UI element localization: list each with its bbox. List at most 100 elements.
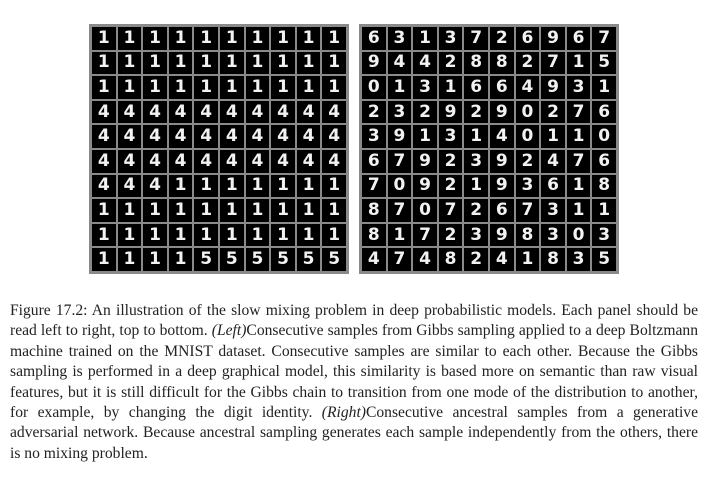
digit-sample: 1	[438, 76, 463, 99]
digit-sample: 1	[515, 248, 540, 271]
digit-sample: 2	[515, 150, 540, 173]
digit-sample: 2	[362, 100, 386, 124]
digit-sample: 7	[566, 150, 591, 173]
digit-sample: 6	[464, 76, 488, 99]
digit-sample: 1	[464, 174, 488, 198]
digit-sample: 1	[322, 51, 346, 75]
digit-sample: 5	[592, 51, 616, 75]
digit-sample: 3	[464, 223, 488, 247]
digit-sample: 1	[117, 51, 142, 75]
digit-sample: 4	[413, 51, 437, 75]
digit-sample: 4	[490, 125, 514, 148]
digit-sample: 4	[168, 100, 193, 124]
digit-sample: 6	[515, 27, 540, 50]
digit-sample: 1	[322, 27, 346, 50]
digit-sample: 4	[271, 125, 295, 148]
digit-sample: 2	[541, 100, 565, 124]
digit-sample: 5	[296, 248, 321, 271]
digit-sample: 1	[296, 199, 321, 222]
digit-sample: 1	[143, 76, 167, 99]
digit-sample: 1	[117, 199, 142, 222]
caption-label: Figure 17.2:	[10, 302, 88, 319]
digit-sample: 1	[271, 27, 295, 50]
digit-sample: 7	[387, 248, 412, 271]
digit-sample: 1	[117, 27, 142, 50]
digit-sample: 2	[438, 223, 463, 247]
digit-sample: 2	[464, 199, 488, 222]
digit-sample: 9	[413, 150, 437, 173]
digit-sample: 1	[194, 51, 218, 75]
digit-sample: 1	[592, 76, 616, 99]
digit-sample: 5	[322, 248, 346, 271]
digit-sample: 1	[322, 76, 346, 99]
digit-sample: 1	[566, 199, 591, 222]
figure-caption: Figure 17.2: An illustration of the slow…	[10, 301, 698, 464]
digit-sample: 3	[592, 223, 616, 247]
digit-sample: 3	[541, 199, 565, 222]
digit-sample: 3	[464, 150, 488, 173]
digit-sample: 1	[296, 51, 321, 75]
digit-sample: 1	[168, 76, 193, 99]
digit-sample: 1	[220, 27, 244, 50]
digit-sample: 4	[92, 100, 116, 124]
digit-sample: 1	[220, 51, 244, 75]
caption-left-tag: (Left)	[211, 322, 247, 340]
digit-sample: 1	[143, 223, 167, 247]
digit-sample: 5	[592, 248, 616, 271]
digit-sample: 7	[362, 174, 386, 198]
digit-sample: 0	[362, 76, 386, 99]
digit-sample: 1	[117, 248, 142, 271]
digit-sample: 1	[245, 199, 270, 222]
digit-sample: 9	[490, 150, 514, 173]
digit-sample: 2	[413, 100, 437, 124]
digit-sample: 4	[194, 100, 218, 124]
digit-sample: 4	[322, 150, 346, 173]
digit-sample: 7	[515, 199, 540, 222]
digit-sample: 4	[322, 100, 346, 124]
digit-sample: 1	[117, 76, 142, 99]
digit-sample: 3	[413, 76, 437, 99]
digit-sample: 1	[566, 174, 591, 198]
digit-sample: 1	[194, 223, 218, 247]
digit-sample: 1	[220, 223, 244, 247]
digit-sample: 7	[438, 199, 463, 222]
digit-sample: 1	[566, 125, 591, 148]
digit-sample: 9	[438, 100, 463, 124]
digit-sample: 9	[490, 223, 514, 247]
digit-sample: 1	[322, 223, 346, 247]
digit-sample: 4	[271, 150, 295, 173]
digit-sample: 4	[220, 100, 244, 124]
digit-sample: 4	[541, 150, 565, 173]
digit-sample: 4	[220, 125, 244, 148]
digit-sample: 1	[271, 223, 295, 247]
digit-sample: 6	[541, 174, 565, 198]
digit-sample: 1	[271, 174, 295, 198]
digit-sample: 6	[362, 150, 386, 173]
digit-sample: 4	[413, 248, 437, 271]
digit-sample: 1	[322, 174, 346, 198]
digit-sample: 4	[245, 100, 270, 124]
digit-sample: 6	[592, 150, 616, 173]
caption-right-tag: (Right)	[321, 404, 366, 422]
digit-sample: 1	[296, 174, 321, 198]
digit-sample: 1	[143, 51, 167, 75]
digit-sample: 5	[194, 248, 218, 271]
digit-sample: 1	[322, 199, 346, 222]
digit-sample: 4	[168, 150, 193, 173]
digit-sample: 2	[438, 150, 463, 173]
digit-sample: 1	[464, 125, 488, 148]
digit-sample: 4	[296, 125, 321, 148]
digit-sample: 3	[387, 27, 412, 50]
digit-sample: 4	[271, 100, 295, 124]
digit-sample: 4	[387, 51, 412, 75]
digit-sample: 8	[515, 223, 540, 247]
digit-sample: 2	[515, 51, 540, 75]
caption-part1: An illustration of the slow mixing probl…	[10, 302, 698, 340]
digit-sample: 7	[566, 100, 591, 124]
digit-sample: 1	[194, 76, 218, 99]
digit-sample: 1	[296, 27, 321, 50]
digit-sample: 1	[168, 174, 193, 198]
digit-sample: 4	[296, 100, 321, 124]
digit-sample: 3	[541, 223, 565, 247]
